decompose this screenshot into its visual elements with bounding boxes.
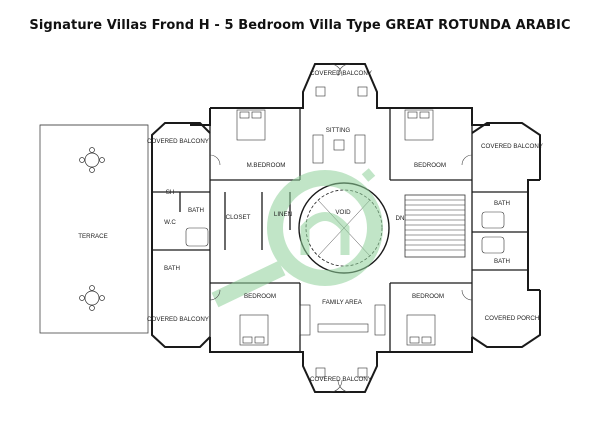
room-label: COVERED BALCONY [481, 143, 543, 150]
room-label: COVERED BALCONY [147, 316, 209, 323]
room-label: CLOSET [226, 214, 251, 221]
room-label: COVERED BALCONY [147, 138, 209, 145]
room-label: BEDROOM [412, 293, 444, 300]
bed-icon [239, 314, 269, 346]
room-label: BATH [188, 207, 204, 214]
outdoor-table-icon [79, 285, 105, 311]
room-label: DN [396, 215, 405, 222]
exterior-walls [151, 63, 541, 393]
sofa-icon [299, 304, 386, 336]
bed-icon [404, 109, 434, 141]
room-label: COVERED BALCONY [310, 376, 372, 383]
staircase [404, 194, 466, 258]
room-label: FAMILY AREA [322, 299, 363, 306]
room-label: SITTING [326, 127, 351, 134]
room-label: BEDROOM [414, 162, 446, 169]
room-label: TERRACE [78, 233, 108, 240]
room-label: BATH [494, 200, 510, 207]
watermark-logo-icon [211, 168, 383, 308]
door-swings [209, 63, 473, 393]
outdoor-table-icon [79, 147, 105, 173]
room-label: COVERED PORCH [485, 315, 540, 322]
terrace [39, 124, 149, 334]
room-label: M.BEDROOM [247, 162, 286, 169]
sofa-icon [312, 134, 366, 164]
bathtub-icon [185, 211, 505, 254]
bed-icon [236, 109, 266, 141]
interior-walls [152, 108, 528, 352]
furniture [185, 86, 505, 378]
bed-icon [406, 314, 436, 346]
room-label: SH [166, 189, 175, 196]
room-label: COVERED BALCONY [310, 70, 372, 77]
room-labels: COVERED BALCONY COVERED BALCONY COVERED … [78, 70, 543, 383]
room-label: W.C [164, 219, 176, 226]
room-label: BEDROOM [244, 293, 276, 300]
armchair-icon [315, 86, 368, 378]
room-label: LINEN [274, 211, 292, 218]
room-label: VOID [335, 209, 351, 216]
room-label: BATH [494, 258, 510, 265]
room-label: BATH [164, 265, 180, 272]
page-title: Signature Villas Frond H - 5 Bedroom Vil… [29, 18, 571, 33]
